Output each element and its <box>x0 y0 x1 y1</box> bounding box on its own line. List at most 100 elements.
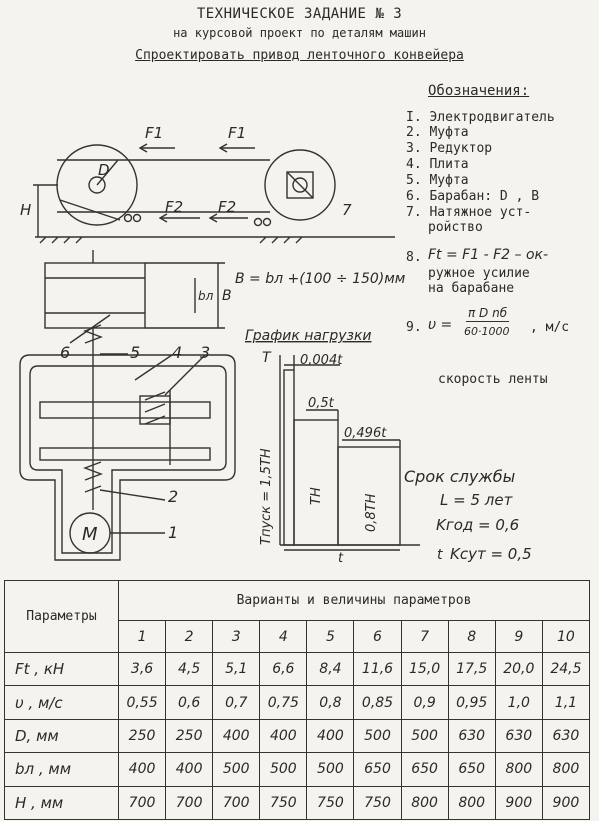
param-value: 630 <box>541 718 591 754</box>
param-value: 750 <box>353 785 402 821</box>
legend-item-6: 6. Барабан: D , B <box>406 189 540 204</box>
param-value: 700 <box>212 785 261 821</box>
legend-formula-8: Ft = F1 - F2 – ок- <box>428 247 549 263</box>
param-value: 400 <box>165 752 214 787</box>
diameter-d-label: D <box>98 161 110 179</box>
legend-formula-9-den: 60·1000 <box>464 325 510 338</box>
load-graph-t-axis-bottom: t <box>437 547 443 563</box>
param-value: 750 <box>306 785 355 821</box>
param-name: υ , м/с <box>4 685 119 720</box>
params-header: Параметры <box>4 580 119 653</box>
belt-width-label: bл <box>198 289 214 303</box>
param-value: 650 <box>400 752 449 787</box>
legend-item-7: 7. Натяжное уст- <box>406 205 532 220</box>
legend-item-2: 2. Муфта <box>406 125 469 140</box>
document-title: ТЕХНИЧЕСКОЕ ЗАДАНИЕ № 3 <box>196 6 403 22</box>
variant-number: 1 <box>117 620 167 653</box>
load-start-bar <box>283 369 295 546</box>
param-name: H , мм <box>4 785 119 821</box>
param-value: 500 <box>306 752 355 787</box>
daily-use-factor: Kсут = 0,5 <box>450 545 532 563</box>
nominal-duration-label: 0,5t <box>308 396 335 411</box>
param-name: bл , мм <box>4 752 119 787</box>
reduced-torque-label: 0,8TН <box>364 493 379 532</box>
param-value: 1,1 <box>541 685 591 720</box>
callout-1: 1 <box>168 523 178 542</box>
legend-formula-9-lhs: υ = <box>428 317 453 333</box>
tension-device-frame <box>286 171 314 199</box>
param-value: 900 <box>494 785 543 821</box>
legend-item-9-cont: скорость ленты <box>438 372 548 387</box>
param-value: 5,1 <box>212 651 261 687</box>
param-value: 3,6 <box>117 651 167 687</box>
legend-item-4: 4. Плита <box>406 157 469 172</box>
variant-number: 10 <box>541 620 591 653</box>
param-value: 15,0 <box>400 651 449 687</box>
legend-item-3: 3. Редуктор <box>406 141 493 156</box>
reduced-duration-label: 0,496t <box>344 426 387 441</box>
legend-item-8-num: 8. <box>406 250 422 265</box>
legend-item-1: I. Электродвигатель <box>406 110 555 125</box>
param-value: 0,75 <box>259 685 308 720</box>
param-name: Ft , кН <box>4 651 119 687</box>
variants-header: Варианты и величины параметров <box>118 580 590 621</box>
drum-top-view <box>44 262 146 329</box>
variant-number: 4 <box>259 620 308 653</box>
param-value: 0,8 <box>306 685 355 720</box>
param-value: 0,55 <box>117 685 167 720</box>
param-value: 900 <box>541 785 591 821</box>
legend-formula-9-num: π D nб <box>466 306 510 322</box>
nominal-torque-label: TН <box>309 487 324 505</box>
start-torque-label: Tпуск = 1,5TН <box>259 448 274 545</box>
force-f2-left-label: F2 <box>165 198 183 216</box>
drum-width-label: B <box>222 288 232 304</box>
legend-item-9-num: 9. <box>406 320 422 335</box>
param-value: 650 <box>447 752 496 787</box>
service-life-title: Срок службы <box>404 467 515 486</box>
tension-device-number: 7 <box>342 201 352 219</box>
param-value: 24,5 <box>541 651 591 687</box>
force-f1-left-label: F1 <box>145 124 163 142</box>
variant-number: 6 <box>353 620 402 653</box>
width-formula: B = bл +(100 ÷ 150)мм <box>235 271 406 287</box>
variant-number: 9 <box>494 620 543 653</box>
callout-4: 4 <box>172 343 182 362</box>
param-value: 500 <box>212 752 261 787</box>
start-duration-label: 0,004t <box>300 353 343 368</box>
legend-item-8-cont1: ружное усилие <box>428 266 530 281</box>
motor-label: M <box>82 524 98 545</box>
drum-right-view <box>264 149 336 221</box>
param-value: 400 <box>212 718 261 754</box>
drive-schematic: F1 F1 F2 F2 H D 7 B = bл +(100 ÷ 150)мм … <box>19 124 532 566</box>
variant-number: 8 <box>447 620 496 653</box>
height-h-label: H <box>20 201 31 219</box>
param-value: 0,85 <box>353 685 402 720</box>
param-value: 700 <box>117 785 167 821</box>
param-value: 4,5 <box>165 651 214 687</box>
param-value: 6,6 <box>259 651 308 687</box>
param-value: 800 <box>447 785 496 821</box>
force-f2-right-label: F2 <box>218 198 236 216</box>
load-graph-title: График нагрузки <box>245 328 372 344</box>
param-value: 400 <box>306 718 355 754</box>
param-value: 20,0 <box>494 651 543 687</box>
param-name: D, мм <box>4 718 119 754</box>
callout-3: 3 <box>200 343 210 362</box>
load-graph-period-label: t <box>338 551 344 566</box>
load-nominal-bar <box>293 419 339 546</box>
param-value: 800 <box>541 752 591 787</box>
callout-2: 2 <box>168 487 178 506</box>
reducer-shaft-top <box>39 401 211 419</box>
param-value: 250 <box>165 718 214 754</box>
service-life-years: L = 5 лет <box>440 491 514 509</box>
param-value: 800 <box>494 752 543 787</box>
param-value: 0,95 <box>447 685 496 720</box>
param-value: 500 <box>259 752 308 787</box>
